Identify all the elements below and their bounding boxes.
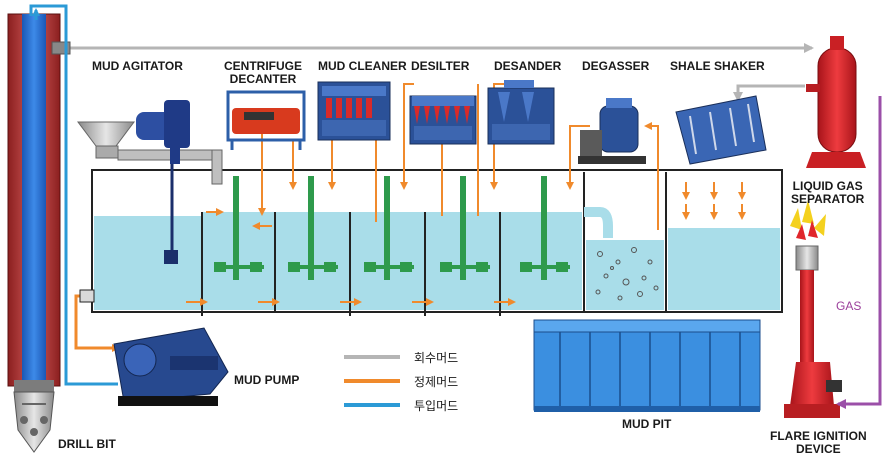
label-mud-pit: MUD PIT bbox=[622, 417, 672, 431]
label-shale-shaker: SHALE SHAKER bbox=[670, 59, 765, 73]
mud-pit-tank-icon bbox=[533, 319, 761, 412]
agitator-shaft bbox=[164, 150, 178, 264]
injected-mud-line bbox=[29, 4, 118, 386]
treated-mud-flow bbox=[186, 83, 746, 306]
label-desilter: DESILTER bbox=[411, 59, 470, 73]
tank-stirrers bbox=[214, 176, 570, 280]
label-centrifuge-line1: CENTRIFUGE bbox=[224, 59, 302, 73]
label-gas: GAS bbox=[836, 299, 862, 313]
legend-label-treated: 정제머드 bbox=[414, 375, 459, 389]
drill-string bbox=[7, 13, 61, 392]
label-lgs-line1: LIQUID GAS bbox=[792, 179, 863, 193]
degasser-bubbles bbox=[595, 247, 659, 301]
gas-line bbox=[836, 96, 882, 409]
centrifuge-decanter-icon bbox=[226, 90, 306, 150]
label-mud-agitator: MUD AGITATOR bbox=[92, 59, 183, 73]
label-drill-bit: DRILL BIT bbox=[58, 437, 116, 451]
mud-tank bbox=[79, 169, 783, 316]
label-mud-cleaner: MUD CLEANER bbox=[318, 59, 407, 73]
mud-cleaner-icon bbox=[317, 81, 391, 141]
label-desander: DESANDER bbox=[494, 59, 562, 73]
label-flare-line2: DEVICE bbox=[795, 442, 841, 456]
shale-shaker-icon bbox=[675, 95, 767, 165]
label-centrifuge-decanter: CENTRIFUGE DECANTER bbox=[224, 60, 302, 86]
label-flare-line1: FLARE IGNITION bbox=[770, 429, 867, 443]
degasser-icon bbox=[578, 98, 646, 164]
label-lgs-line2: SEPARATOR bbox=[791, 192, 865, 206]
desilter-icon bbox=[409, 95, 477, 145]
label-flare-ignition-device: FLARE IGNITION DEVICE bbox=[770, 430, 867, 456]
degasser-inlet-pipe bbox=[584, 207, 613, 238]
legend-label-return: 회수머드 bbox=[414, 351, 459, 365]
label-mud-pump: MUD PUMP bbox=[234, 373, 300, 387]
mud-pump-icon bbox=[113, 327, 229, 406]
label-liquid-gas-separator: LIQUID GAS SEPARATOR bbox=[791, 180, 864, 206]
flare-ignition-device-icon bbox=[784, 200, 842, 418]
return-mud-line bbox=[60, 43, 814, 102]
label-degasser: DEGASSER bbox=[582, 59, 650, 73]
legend bbox=[344, 355, 400, 407]
mud-agitator-icon bbox=[77, 100, 223, 185]
drill-bit-icon bbox=[13, 391, 55, 453]
legend-label-injected: 투입머드 bbox=[414, 399, 459, 413]
liquid-gas-separator-icon bbox=[806, 36, 866, 168]
label-centrifuge-line2: DECANTER bbox=[229, 72, 297, 86]
desander-icon bbox=[487, 80, 555, 145]
